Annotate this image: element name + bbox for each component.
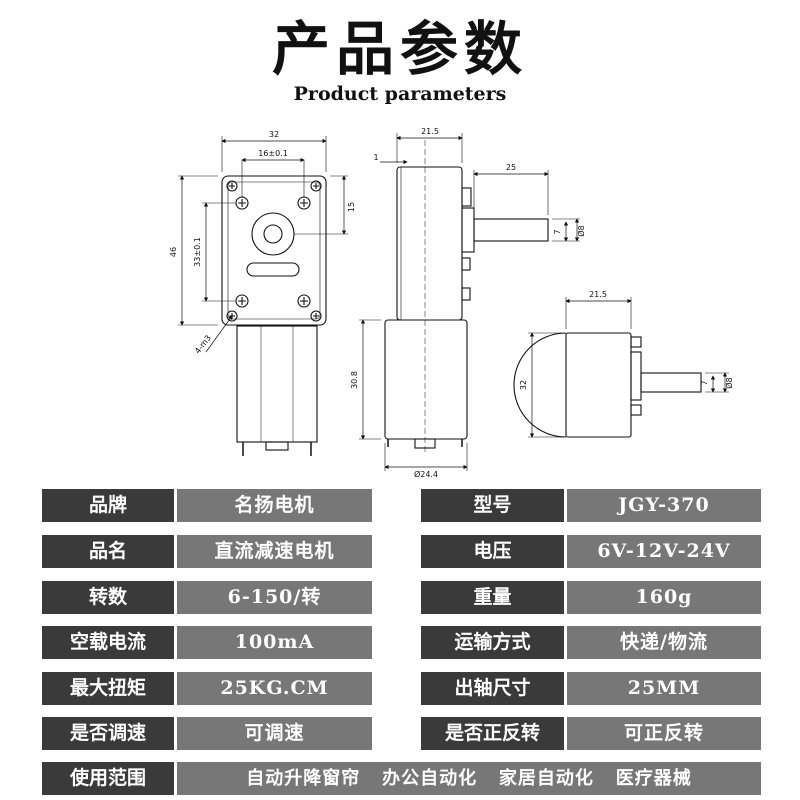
dim-inner-height: 33±0.1 <box>193 237 202 267</box>
dim-motor-length: 30.8 <box>350 371 359 389</box>
spec-label: 是否调速 <box>42 717 174 750</box>
dim-hole-spacing: 16±0.1 <box>258 149 288 158</box>
spec-value: 快递/物流 <box>567 626 761 659</box>
dim-side-depth: 21.5 <box>421 127 439 136</box>
spec-value: 6-150/转 <box>177 581 372 614</box>
mount-hole-top-right <box>297 196 311 210</box>
dim-flange: 1 <box>373 153 378 162</box>
spec-value: 25MM <box>567 672 761 705</box>
dim-bottom-depth: 21.5 <box>589 290 607 299</box>
mount-hole-top-left <box>235 196 249 210</box>
bottom-view <box>513 297 729 438</box>
spec-value: 160g <box>567 581 761 614</box>
screw-hole-bottom-right <box>310 310 322 322</box>
spec-label: 型号 <box>421 489 564 522</box>
dim-bottom-width: 32 <box>519 380 528 390</box>
mount-hole-bottom-left <box>235 294 249 308</box>
mount-hole-bottom-right <box>297 294 311 308</box>
spec-value: 25KG.CM <box>177 672 372 705</box>
front-motor-body <box>236 325 318 443</box>
front-gearbox-outline <box>221 175 327 326</box>
spec-label: 品名 <box>42 535 174 568</box>
bottom-motor-arc <box>513 332 567 438</box>
usage-label: 使用范围 <box>42 762 174 795</box>
front-shaft <box>263 224 283 244</box>
spec-label: 最大扭矩 <box>42 672 174 705</box>
spec-value: 6V-12V-24V <box>567 535 761 568</box>
spec-value: 100mA <box>177 626 372 659</box>
dim-bottom-shaft-dia: Ø8 <box>724 377 734 388</box>
screw-hole-top-right <box>310 180 322 192</box>
spec-label: 重量 <box>421 581 564 614</box>
spec-value: 名扬电机 <box>177 489 372 522</box>
spec-value: 直流减速电机 <box>177 535 372 568</box>
bottom-gearbox-outline <box>565 332 632 438</box>
spec-label: 出轴尺寸 <box>421 672 564 705</box>
dim-shaft-dia: Ø8 <box>576 225 586 236</box>
spec-value: JGY-370 <box>567 489 761 522</box>
dim-front-height: 46 <box>169 247 178 257</box>
dim-front-width: 32 <box>269 130 279 139</box>
spec-label: 是否正反转 <box>421 717 564 750</box>
front-shaft-boss <box>251 212 295 256</box>
dim-shaft-offset: 15 <box>347 202 356 212</box>
side-motor-body <box>384 319 468 440</box>
front-slot <box>246 262 300 277</box>
screw-hole-top-left <box>226 180 238 192</box>
dim-motor-dia: Ø24.4 <box>414 469 438 479</box>
side-view <box>359 133 580 471</box>
spec-label: 运输方式 <box>421 626 564 659</box>
dim-bottom-flat: 7 <box>700 380 709 385</box>
page-title: 产品参数 <box>271 15 528 83</box>
page-subtitle: Product parameters <box>293 83 507 105</box>
usage-value: 自动升降窗帘 办公自动化 家居自动化 医疗器械 <box>177 762 761 795</box>
spec-value: 可调速 <box>177 717 372 750</box>
spec-label: 电压 <box>421 535 564 568</box>
dim-screws: 4-m3 <box>193 333 213 355</box>
dim-shaft-flat: 7 <box>553 229 562 234</box>
side-gearbox-outline <box>396 166 463 321</box>
spec-label: 空载电流 <box>42 626 174 659</box>
spec-value: 可正反转 <box>567 717 761 750</box>
spec-label: 品牌 <box>42 489 174 522</box>
dim-shaft-length: 25 <box>506 163 516 172</box>
bottom-shaft <box>640 372 702 393</box>
spec-label: 转数 <box>42 581 174 614</box>
front-view <box>178 136 348 456</box>
side-shaft <box>473 218 549 242</box>
